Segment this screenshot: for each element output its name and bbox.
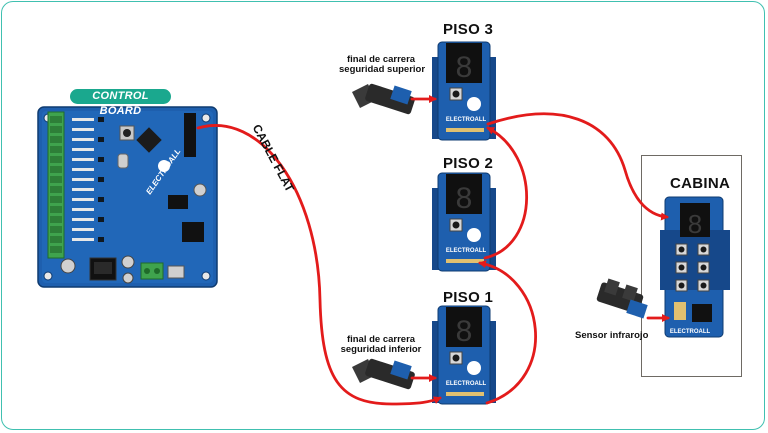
cabina-brand: ELECTROALL <box>670 329 711 335</box>
limit-switch-top-line-2: seguridad superior <box>339 64 426 75</box>
limit-switch-bottom-line-1: final de carrera <box>346 334 416 345</box>
limit-switch-bottom <box>352 358 415 390</box>
piso-1-label: PISO 1 <box>443 289 494 306</box>
piso-3-label: PISO 3 <box>443 21 494 38</box>
limit-switch-top-line-1: final de carrera <box>346 54 416 65</box>
floor-board-piso-2: 8 <box>432 172 496 272</box>
wire-piso3-cabina <box>486 112 669 221</box>
wires <box>196 95 670 406</box>
floor-board-piso-3: 8 <box>432 41 496 141</box>
svg-text:8: 8 <box>688 209 702 239</box>
piso-3-brand: ELECTROALL <box>446 117 487 123</box>
limit-switch-bottom-line-2: seguridad inferior <box>340 344 422 355</box>
control-board-label: CONTROL BOARD <box>70 89 171 117</box>
terminal-block-column <box>47 111 65 259</box>
wire-piso2-piso3 <box>483 126 528 260</box>
svg-text:8: 8 <box>456 315 473 348</box>
piso-2-label: PISO 2 <box>443 155 494 172</box>
wire-piso1-piso2 <box>478 260 537 405</box>
control-board: ELECTROALL <box>37 106 218 288</box>
svg-text:8: 8 <box>456 182 473 215</box>
floor-board-piso-1: 8 <box>432 305 496 405</box>
infrared-sensor <box>596 278 648 319</box>
limit-switch-top-label: final de carrera seguridad superior <box>339 54 426 75</box>
wire-flat-cable <box>196 124 442 406</box>
svg-text:8: 8 <box>456 51 473 84</box>
piso-2-brand: ELECTROALL <box>446 248 487 254</box>
cabina-label: CABINA <box>670 175 731 192</box>
limit-switch-bottom-label: final de carrera seguridad inferior <box>339 335 423 355</box>
cabina-board: 8 ELECTROALL <box>660 196 730 338</box>
sensor-label: Sensor infrarojo <box>575 330 649 341</box>
piso-1-brand: ELECTROALL <box>446 381 487 387</box>
limit-switch-top <box>352 83 415 115</box>
